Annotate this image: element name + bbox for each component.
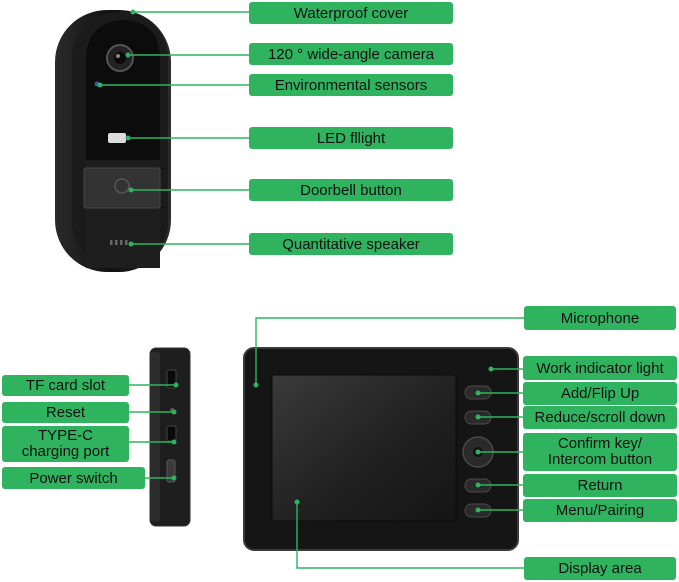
label-confirm-intercom: Confirm key/ Intercom button [523,433,677,471]
label-text: Microphone [560,309,640,327]
label-quantitative-speaker: Quantitative speaker [249,233,453,255]
label-led-light: LED fllight [249,127,453,149]
label-text-line1: Confirm key/ [557,435,643,452]
label-text: Waterproof cover [293,4,409,22]
label-text: Work indicator light [536,359,664,377]
label-microphone: Microphone [524,306,676,330]
leader-lines [97,9,524,569]
label-display-area: Display area [524,557,676,580]
label-power-switch: Power switch [2,467,145,489]
label-return: Return [523,474,677,497]
label-text: LED fllight [316,129,386,147]
label-text-line2: charging port [21,443,110,460]
label-reduce-scroll-down: Reduce/scroll down [523,406,677,429]
label-doorbell-button: Doorbell button [249,179,453,201]
label-text-line1: TYPE-C [37,427,93,444]
label-text-line2: Intercom button [547,451,653,468]
label-text: Add/Flip Up [560,385,640,402]
doorbell-device [55,10,171,272]
label-menu-pairing: Menu/Pairing [523,499,677,522]
label-work-indicator-light: Work indicator light [523,356,677,380]
label-text: Power switch [29,469,118,487]
label-text: Reduce/scroll down [534,409,666,426]
label-text: Quantitative speaker [282,235,420,253]
label-tf-card-slot: TF card slot [2,375,129,396]
label-text: 120 ° wide-angle camera [267,45,435,63]
label-typec-charging-port: TYPE-C charging port [2,426,129,462]
label-text: Doorbell button [300,181,402,199]
label-text: TF card slot [25,377,106,394]
label-add-flip-up: Add/Flip Up [523,382,677,405]
label-text: Return [577,477,623,494]
label-text: Menu/Pairing [555,502,645,519]
speaker-grille [110,240,128,245]
label-text: Environmental sensors [274,76,428,94]
label-environmental-sensors: Environmental sensors [249,74,453,96]
label-text: Display area [558,560,642,577]
label-text: Reset [45,404,86,421]
monitor-front-device [243,347,519,551]
label-camera: 120 ° wide-angle camera [249,43,453,65]
label-waterproof-cover: Waterproof cover [249,2,453,24]
label-reset: Reset [2,402,129,423]
monitor-side-device [149,347,191,527]
